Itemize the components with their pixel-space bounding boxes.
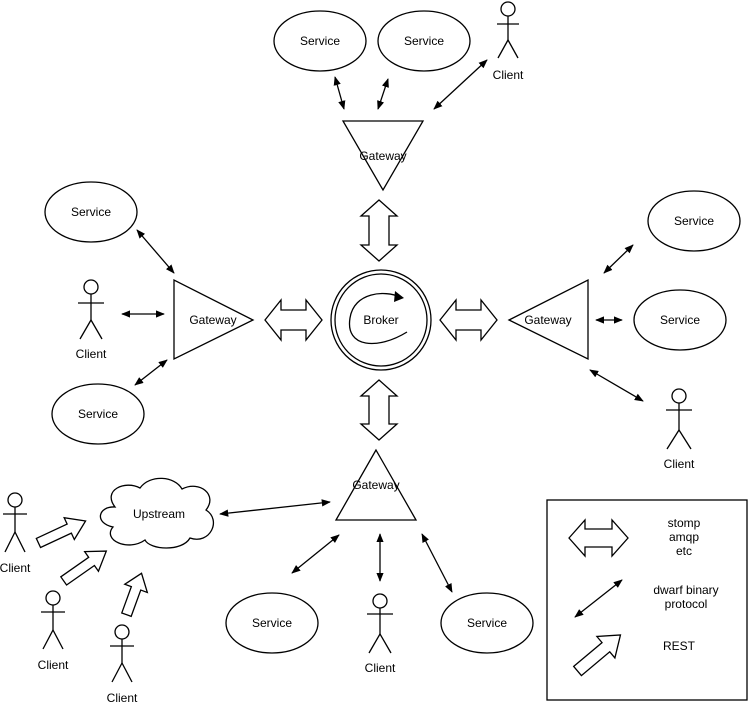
legend-stomp-label: stomp [668, 516, 701, 530]
svg-text:Client: Client [0, 561, 31, 575]
svg-text:Service: Service [404, 34, 444, 48]
svg-text:Client: Client [107, 691, 138, 704]
svg-text:Client: Client [38, 658, 69, 672]
upstream-label: Upstream [133, 507, 185, 521]
client-icon [41, 590, 65, 650]
svg-text:Client: Client [76, 347, 107, 361]
dwarf-link [333, 76, 346, 110]
legend-etc-label: etc [676, 544, 692, 558]
svg-text:Service: Service [71, 205, 111, 219]
rest-arrow [120, 572, 149, 618]
client-icon [3, 492, 27, 553]
broker-node: Broker [330, 269, 432, 371]
gateway-right: Gateway [507, 278, 589, 361]
svg-text:Service: Service [467, 616, 507, 630]
legend-rest-icon [572, 634, 622, 677]
service-right-1: Service [647, 190, 741, 252]
service-right-2: Service [633, 289, 727, 351]
client-icon [110, 624, 134, 683]
legend: stomp amqp etc dwarf binary protocol RES… [546, 499, 748, 701]
client-right: Client [664, 388, 695, 471]
dwarf-link [136, 229, 175, 274]
svg-text:Service: Service [674, 214, 714, 228]
legend-dwarf-icon [574, 579, 623, 618]
client-icon [497, 1, 519, 59]
svg-text:Client: Client [493, 68, 524, 82]
legend-dwarf-label-2: protocol [665, 597, 708, 611]
gateway-right-label: Gateway [524, 313, 571, 327]
client-upstream-1: Client [0, 492, 31, 575]
dwarf-link [134, 359, 168, 386]
client-left: Client [76, 279, 107, 361]
broker-arrow-icon [394, 291, 404, 302]
broker-right-stomp-arrow [439, 298, 498, 342]
gateway-top-label: Gateway [359, 149, 406, 163]
gateway-top: Gateway [341, 120, 425, 192]
service-top-2: Service [377, 10, 471, 72]
service-top-1: Service [273, 10, 367, 72]
cloud-icon [99, 477, 215, 549]
dwarf-link [219, 499, 331, 517]
svg-text:Client: Client [365, 661, 396, 675]
legend-stomp-icon [568, 518, 629, 558]
service-left-2: Service [51, 383, 145, 445]
legend-amqp-label: amqp [669, 530, 699, 544]
svg-text:Client: Client [664, 457, 695, 471]
svg-text:Service: Service [660, 313, 700, 327]
rest-arrow [59, 550, 108, 586]
dwarf-link [291, 534, 340, 574]
dwarf-link [589, 369, 644, 402]
upstream-cloud: Upstream [99, 477, 215, 549]
dwarf-link [603, 244, 634, 274]
svg-text:Service: Service [78, 407, 118, 421]
client-top: Client [493, 1, 524, 82]
client-upstream-2: Client [38, 590, 69, 672]
broker-top-stomp-arrow [359, 199, 399, 262]
client-icon [78, 279, 104, 340]
client-upstream-3: Client [107, 624, 138, 704]
legend-rest-label: REST [663, 639, 696, 653]
service-bottom-2: Service [440, 592, 534, 654]
broker-bottom-stomp-arrow [359, 379, 399, 441]
dwarf-link [421, 533, 453, 593]
broker-label: Broker [363, 313, 398, 327]
client-icon [666, 388, 692, 450]
broker-left-stomp-arrow [264, 298, 323, 342]
legend-dwarf-label-1: dwarf binary [653, 583, 718, 597]
gateway-bottom-label: Gateway [352, 478, 399, 492]
gateway-left: Gateway [173, 278, 255, 361]
svg-text:Service: Service [252, 616, 292, 630]
gateway-left-label: Gateway [189, 313, 236, 327]
dwarf-link [433, 59, 488, 110]
gateway-bottom: Gateway [334, 448, 418, 521]
client-icon [367, 593, 393, 654]
service-bottom-1: Service [225, 592, 319, 654]
service-left-1: Service [44, 181, 138, 243]
rest-arrow [35, 516, 87, 549]
svg-text:Service: Service [300, 34, 340, 48]
client-bottom: Client [365, 593, 396, 675]
dwarf-link [377, 78, 389, 110]
